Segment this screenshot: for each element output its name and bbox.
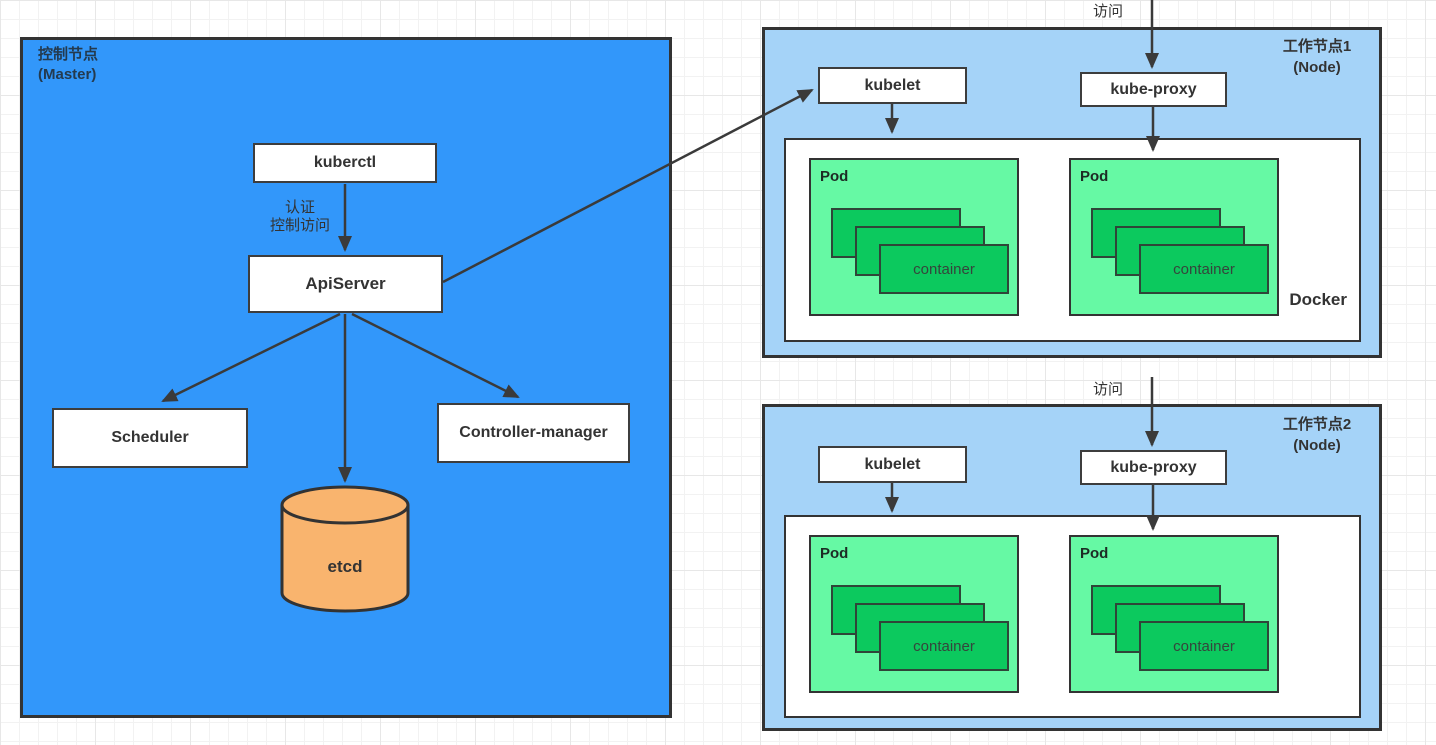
kuberctl-box: kuberctl	[253, 143, 437, 183]
node1-pod2-label: Pod	[1080, 168, 1109, 185]
container-box: container	[879, 244, 1009, 294]
container-box: container	[879, 621, 1009, 671]
master-title-line1: 控制节点	[38, 46, 99, 63]
master-title: 控制节点 (Master)	[38, 45, 98, 85]
node2-pod2-label: Pod	[1080, 545, 1109, 562]
node1-kubelet-box: kubelet	[818, 67, 967, 104]
node1-kubelet-label: kubelet	[864, 76, 921, 94]
container-box: container	[1139, 244, 1269, 294]
node1-title-line2: (Node)	[1293, 59, 1341, 76]
node2-visit-label: 访问	[1092, 381, 1123, 398]
node1-pod1-box: Pod container container container	[809, 158, 1019, 316]
scheduler-label: Scheduler	[111, 429, 189, 446]
node2-kubelet-box: kubelet	[818, 446, 967, 483]
master-box	[20, 37, 672, 718]
node2-kube-proxy-label: kube-proxy	[1110, 458, 1197, 476]
node1-kube-proxy-label: kube-proxy	[1110, 80, 1197, 98]
auth-label-line1: 认证	[284, 199, 315, 216]
auth-label-line2: 控制访问	[269, 217, 330, 234]
controller-manager-box: Controller-manager	[437, 403, 630, 463]
node1-title: 工作节点1 (Node)	[1262, 36, 1372, 78]
container-box: container	[1139, 621, 1269, 671]
node1-docker-label: Docker	[1289, 290, 1347, 309]
node2-title-line1: 工作节点2	[1282, 416, 1352, 433]
node1-kube-proxy-box: kube-proxy	[1080, 72, 1227, 107]
node1-visit-label: 访问	[1092, 3, 1123, 20]
node2-pod1-box: Pod container container container	[809, 535, 1019, 693]
node2-kubelet-label: kubelet	[864, 455, 921, 473]
apiserver-label: ApiServer	[305, 274, 386, 293]
node1-pod2-box: Pod container container container	[1069, 158, 1279, 316]
node2-pod2-box: Pod container container container	[1069, 535, 1279, 693]
node1-pod1-label: Pod	[820, 168, 849, 185]
kuberctl-label: kuberctl	[313, 154, 377, 171]
node2-pod1-label: Pod	[820, 545, 849, 562]
node2-title-line2: (Node)	[1293, 437, 1341, 454]
node2-title: 工作节点2 (Node)	[1262, 414, 1372, 456]
auth-label: 认证 控制访问	[240, 199, 360, 235]
master-title-line2: (Master)	[38, 66, 97, 83]
controller-manager-label: Controller-manager	[459, 424, 608, 441]
apiserver-box: ApiServer	[248, 255, 443, 313]
node2-kube-proxy-box: kube-proxy	[1080, 450, 1227, 485]
node1-title-line1: 工作节点1	[1282, 38, 1352, 55]
scheduler-box: Scheduler	[52, 408, 248, 468]
